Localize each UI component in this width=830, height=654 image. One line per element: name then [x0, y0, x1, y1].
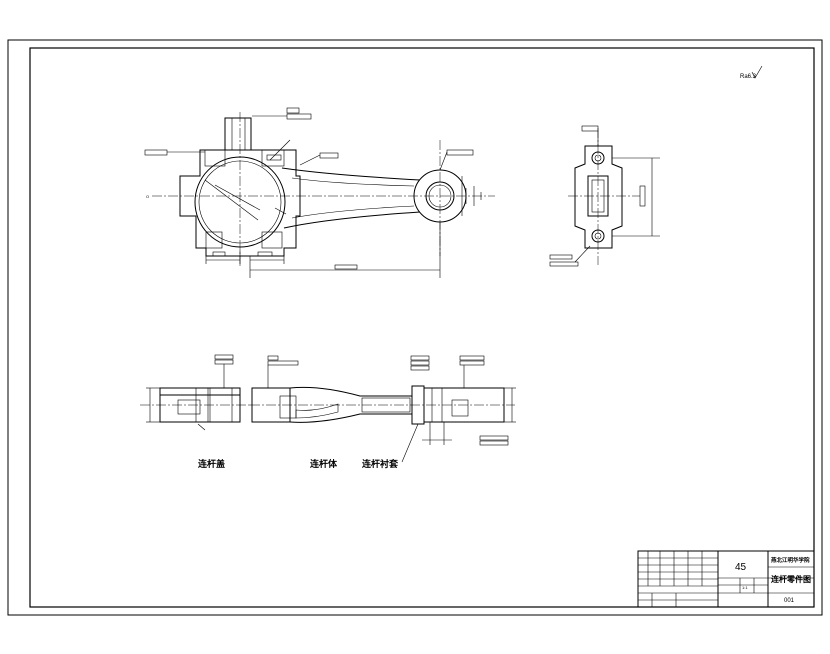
drawing-number-text: 001: [784, 598, 795, 604]
front-view: O: [144, 107, 495, 278]
scale-text: 1:1: [742, 585, 748, 590]
school-text: 燕北江明华学院: [771, 556, 810, 564]
svg-text:O: O: [146, 194, 149, 199]
roughness-text: Ra6.3: [740, 74, 757, 80]
body-label: 连杆体: [310, 458, 338, 469]
cap-label: 连杆盖: [198, 458, 225, 469]
title-block: 45 燕北江明华学院 连杆零件图 001 1:1: [637, 550, 815, 608]
drawing-title-text: 连杆零件图: [771, 574, 811, 584]
bushing-label: 连杆衬套: [362, 458, 399, 469]
outer-border: [7, 39, 823, 616]
material-text: 45: [735, 562, 747, 573]
cap-section: [140, 354, 250, 431]
side-view: [549, 125, 660, 267]
roughness-symbol: Ra6.3: [740, 65, 763, 80]
inner-frame: [29, 47, 815, 608]
body-section: [250, 355, 516, 463]
